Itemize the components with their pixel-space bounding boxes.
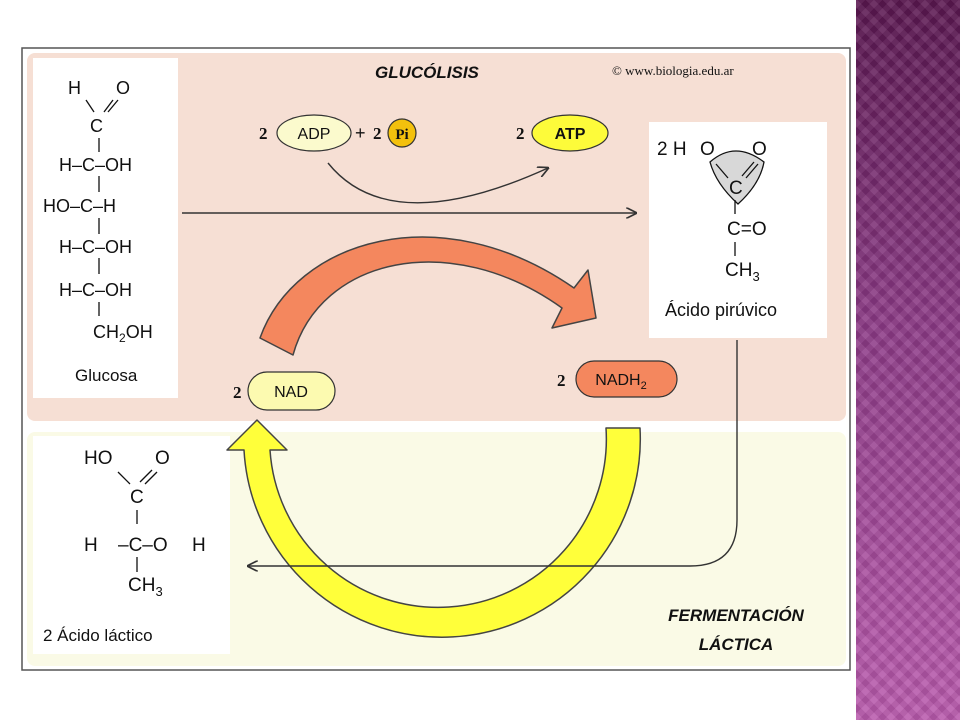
pyruvic-to-lactic-arrow [248, 340, 738, 566]
atp-pill [531, 114, 609, 152]
fermentation-title-line2: LÁCTICA [699, 635, 774, 654]
pyruvic-label: Ácido pirúvico [665, 300, 777, 320]
glycolysis-title: GLUCÓLISIS [375, 63, 480, 82]
nadh-subscript: 2 [641, 380, 647, 392]
pyruvic-ch3: CH3 [725, 260, 760, 284]
pyruvic-c2: C=O [727, 219, 767, 240]
lactic-box [33, 436, 230, 654]
pi-coefficient: 2 [373, 124, 382, 143]
glucose-c2: H–C–OH [59, 155, 132, 175]
glucose-c1: C [90, 116, 103, 136]
credit-text: © www.biologia.edu.ar [612, 63, 734, 78]
lactic-ch3: CH3 [128, 575, 163, 599]
pi-label: Pi [395, 127, 408, 143]
lactic-c2: –C–O [118, 535, 168, 556]
pyruvic-c1: C [729, 178, 743, 199]
nad-coefficient: 2 [233, 383, 242, 402]
glucose-c5: H–C–OH [59, 280, 132, 300]
fermentation-title-line1: FERMENTACIÓN [668, 606, 804, 625]
pi-circle [387, 118, 417, 148]
pyruvic-prefix: 2 H [657, 139, 687, 160]
atp-coefficient: 2 [516, 124, 525, 143]
adp-coefficient: 2 [259, 124, 268, 143]
glucose-c4: H–C–OH [59, 237, 132, 257]
nad-label: NAD [274, 384, 308, 401]
glucose-h: H [68, 78, 81, 98]
lactic-h-right: H [192, 535, 206, 556]
atp-formation-arrow [327, 162, 548, 204]
nad-regeneration-arrow [226, 419, 642, 639]
nadh-label: NADH2 [595, 372, 646, 392]
nadh-pill [575, 360, 678, 398]
nadh-text: NADH [595, 372, 640, 389]
glucose-c6: CH2OH [93, 322, 153, 345]
glucose-label: Glucosa [75, 366, 138, 385]
pyruvic-o2: O [752, 139, 767, 160]
glucose-o: O [116, 78, 130, 98]
nad-reduction-arrow [259, 236, 597, 356]
fermentation-panel [27, 432, 846, 666]
lactic-o: O [155, 448, 170, 469]
lactic-structure: HO O C H –C–O H CH3 [84, 448, 206, 599]
nadh-coefficient: 2 [557, 371, 566, 390]
glucose-box [33, 58, 178, 398]
pyruvic-structure: 2 H O O C C=O CH3 [657, 139, 767, 284]
adp-pill [276, 114, 352, 152]
nad-pill [247, 371, 336, 411]
adp-label: ADP [298, 126, 331, 143]
glucose-structure: H O C H–C–OH HO–C–H H–C–OH H–C–OH CH2OH [43, 78, 153, 345]
lactic-c1: C [130, 487, 144, 508]
lactic-ho: HO [84, 448, 113, 469]
lactic-label: 2 Ácido láctico [43, 626, 153, 645]
slide-side-bar [856, 0, 960, 720]
atp-label: ATP [555, 126, 586, 143]
glucose-c3: HO–C–H [43, 196, 116, 216]
plus-sign: + [355, 123, 366, 143]
pyruvic-o1: O [700, 139, 715, 160]
lactic-h-left: H [84, 535, 98, 556]
